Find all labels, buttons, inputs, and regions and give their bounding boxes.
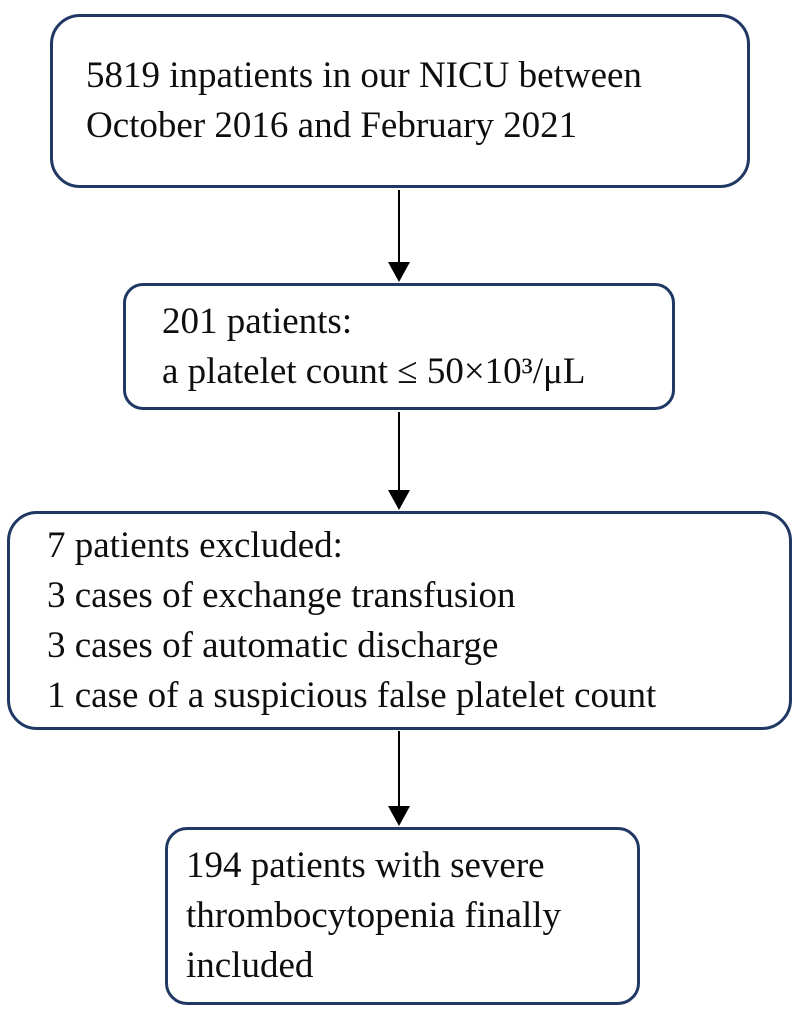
arrow-down-icon xyxy=(388,490,410,510)
arrow-down-icon xyxy=(388,806,410,826)
flow-box-text-line: thrombocytopenia finally xyxy=(186,895,562,936)
flow-arrow xyxy=(388,731,410,826)
arrow-shaft xyxy=(398,190,400,266)
flow-arrow xyxy=(388,412,410,510)
flow-box-population: 5819 inpatients in our NICU between Octo… xyxy=(50,14,750,188)
flow-box-text-line: 201 patients: xyxy=(162,300,353,342)
flow-box-text-line: 1 case of a suspicious false platelet co… xyxy=(47,674,657,716)
arrow-shaft xyxy=(398,412,400,494)
flow-arrow xyxy=(388,190,410,282)
flow-box-text-line: 194 patients with severe xyxy=(186,845,545,886)
arrow-down-icon xyxy=(388,262,410,282)
flow-box-text-line: included xyxy=(186,945,314,986)
arrow-shaft xyxy=(398,731,400,810)
flow-box-text-line: 3 cases of exchange transfusion xyxy=(47,574,516,616)
flow-box-screened: 201 patients: a platelet count ≤ 50×10³/… xyxy=(123,283,675,410)
flow-box-text-line: 7 patients excluded: xyxy=(47,524,343,566)
flow-box-text-line: 5819 inpatients in our NICU between xyxy=(86,55,642,96)
flow-box-text-line: October 2016 and February 2021 xyxy=(86,105,578,146)
flow-box-included: 194 patients with severe thrombocytopeni… xyxy=(165,827,640,1005)
flow-box-text-line: 3 cases of automatic discharge xyxy=(47,624,499,666)
flow-box-excluded: 7 patients excluded: 3 cases of exchange… xyxy=(7,511,792,730)
flow-box-text-line: a platelet count ≤ 50×10³/μL xyxy=(162,350,586,392)
